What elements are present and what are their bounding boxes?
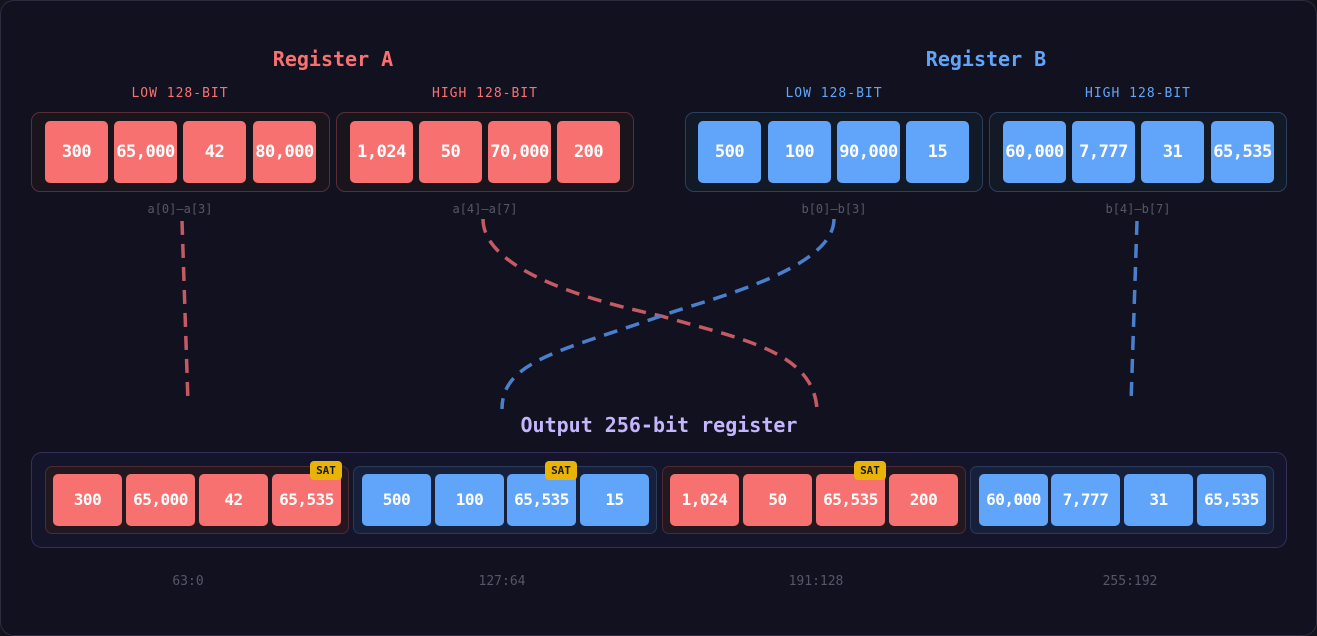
wire-b-high [1129, 220, 1139, 404]
register-b-high-label: HIGH 128-BIT [1085, 86, 1191, 101]
register-a-lane-3: 80,000 [253, 121, 316, 183]
output-lane-10-value: 65,535 [823, 490, 878, 509]
output-lane-6: 65,535 SAT [507, 461, 577, 526]
register-a-lane-7: 200 [557, 121, 620, 183]
register-b-lane-2: 90,000 [837, 121, 900, 183]
register-a-low-range: a[0]–a[3] [147, 202, 213, 216]
output-group-3: 60,000 7,777 31 65,535 [970, 466, 1274, 534]
wire-b-low [500, 218, 836, 410]
register-b-lane-0: 500 [698, 121, 761, 183]
saturation-badge: SAT [310, 461, 342, 480]
output-lane-10: 65,535 SAT [816, 461, 886, 526]
register-a-lane-0: 300 [45, 121, 108, 183]
saturation-badge: SAT [854, 461, 886, 480]
bit-range-label: 255:192 [1102, 574, 1158, 589]
output-lane-4: 500 [362, 474, 431, 526]
output-group-2: 1,024 50 65,535 SAT 200 [662, 461, 966, 534]
wire-a-low [180, 220, 190, 404]
bit-range-label: 191:128 [788, 574, 844, 589]
register-a-lane-5: 50 [419, 121, 482, 183]
bit-range-label: 63:0 [172, 574, 204, 589]
output-lane-13: 7,777 [1051, 474, 1120, 526]
output-lane-9: 50 [743, 474, 812, 526]
register-a-low-label: LOW 128-BIT [131, 86, 229, 101]
register-a-high-range: a[4]–a[7] [452, 202, 518, 216]
register-b-lane-3: 15 [906, 121, 969, 183]
wire-a-high [481, 218, 819, 410]
register-b-lane-6: 31 [1141, 121, 1204, 183]
output-group-1: 500 100 65,535 SAT 15 [353, 461, 657, 534]
output-lane-11: 200 [889, 474, 958, 526]
register-b-lane-1: 100 [768, 121, 831, 183]
register-a-lane-1: 65,000 [114, 121, 177, 183]
output-lane-2: 42 [199, 474, 268, 526]
register-a-lane-2: 42 [183, 121, 246, 183]
register-b-title: Register B [925, 47, 1047, 71]
output-lane-14: 31 [1124, 474, 1193, 526]
output-lane-15: 65,535 [1197, 474, 1266, 526]
register-a-lane-4: 1,024 [350, 121, 413, 183]
register-b-lane-4: 60,000 [1003, 121, 1066, 183]
output-lane-0: 300 [53, 474, 122, 526]
register-b-low-range: b[0]–b[3] [801, 202, 867, 216]
output-group-0: 300 65,000 42 65,535 SAT [45, 461, 349, 534]
output-lane-8: 1,024 [670, 474, 739, 526]
register-a-lane-6: 70,000 [488, 121, 551, 183]
register-b-high-range: b[4]–b[7] [1105, 202, 1171, 216]
register-b-low-group: 500 100 90,000 15 [685, 112, 983, 192]
output-lane-5: 100 [435, 474, 504, 526]
register-a-low-group: 300 65,000 42 80,000 [31, 112, 330, 192]
bit-range-label: 127:64 [478, 574, 526, 589]
output-lane-7: 15 [580, 474, 649, 526]
register-b-high-group: 60,000 7,777 31 65,535 [989, 112, 1287, 192]
output-lane-12: 60,000 [979, 474, 1048, 526]
output-lane-6-value: 65,535 [514, 490, 569, 509]
saturation-badge: SAT [545, 461, 577, 480]
output-lane-3-value: 65,535 [279, 490, 334, 509]
output-lane-1: 65,000 [126, 474, 195, 526]
register-a-high-group: 1,024 50 70,000 200 [336, 112, 634, 192]
register-a-high-label: HIGH 128-BIT [432, 86, 538, 101]
output-lane-3: 65,535 SAT [272, 461, 342, 526]
register-b-low-label: LOW 128-BIT [785, 86, 883, 101]
output-title: Output 256-bit register [520, 413, 798, 437]
register-a-title: Register A [272, 47, 394, 71]
register-b-lane-5: 7,777 [1072, 121, 1135, 183]
register-b-lane-7: 65,535 [1211, 121, 1274, 183]
